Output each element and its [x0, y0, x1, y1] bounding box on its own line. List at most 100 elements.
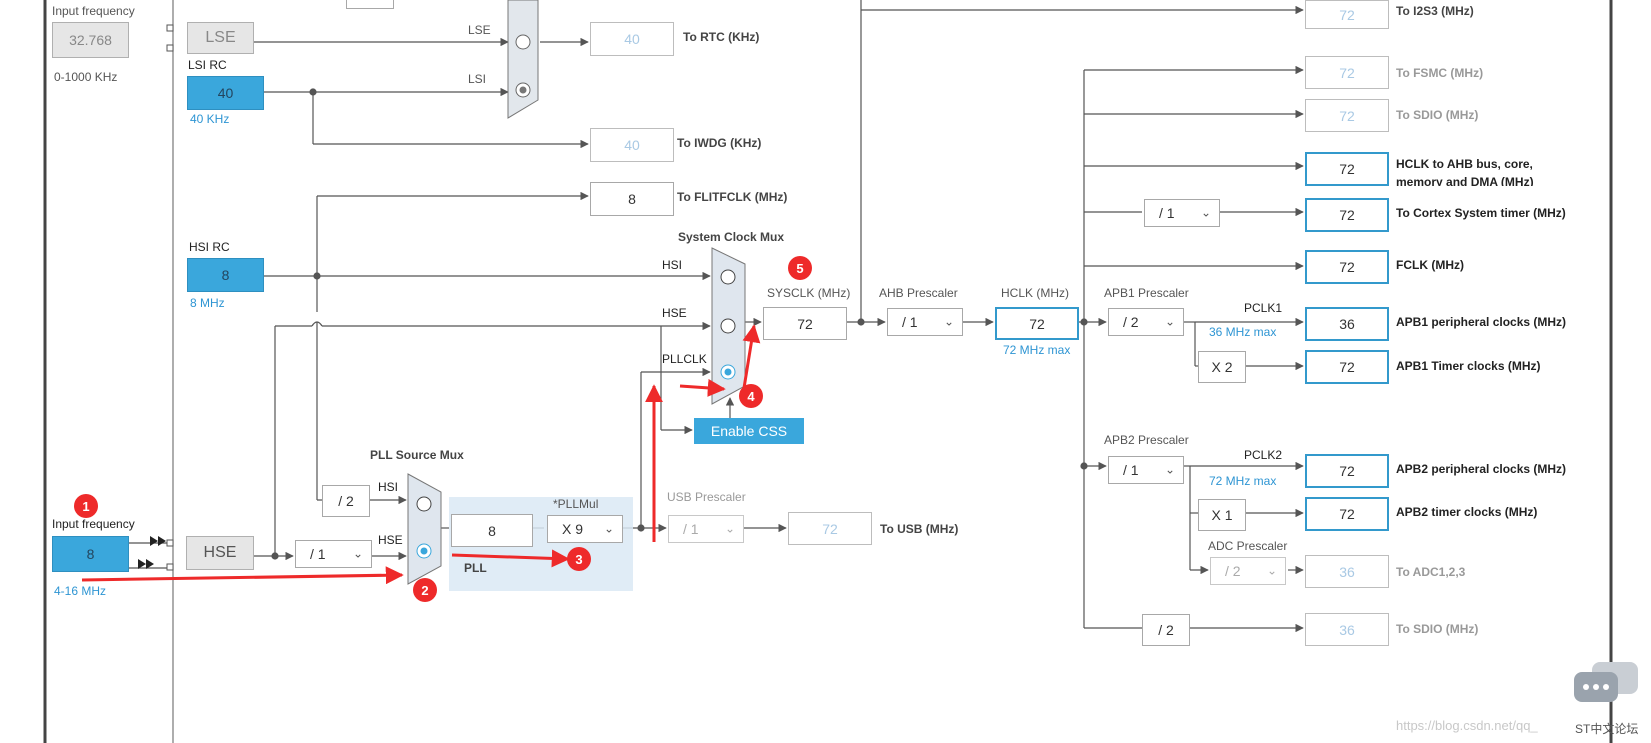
pll-mul-select[interactable]: X 9 ⌄	[547, 515, 623, 543]
lsi-rc-label: LSI RC	[188, 58, 227, 72]
pclk2-label: PCLK2	[1244, 448, 1283, 462]
hsi-frequency-label: 8 MHz	[190, 296, 225, 310]
usb-prescaler-title: USB Prescaler	[667, 490, 746, 504]
rtc-output-label: To RTC (KHz)	[683, 30, 760, 44]
adc-prescaler-select[interactable]: / 2 ⌄	[1210, 557, 1286, 585]
apb1-peripheral-output-field[interactable]: 36	[1305, 307, 1389, 341]
lsi-rc-oscillator[interactable]: 40	[187, 76, 264, 110]
apb1-prescaler-title: APB1 Prescaler	[1104, 286, 1189, 300]
pclk1-label: PCLK1	[1244, 301, 1283, 315]
adc-output-field[interactable]: 36	[1305, 555, 1389, 588]
pll-label: PLL	[464, 561, 487, 575]
adc-prescaler-title: ADC Prescaler	[1208, 539, 1288, 553]
fsmc-output-field[interactable]: 72	[1305, 56, 1389, 89]
enable-css-button[interactable]: Enable CSS	[694, 418, 804, 444]
chevron-down-icon: ⌄	[724, 521, 735, 536]
apb2-peripheral-output-label: APB2 peripheral clocks (MHz)	[1396, 462, 1567, 476]
sdio2-output-label: To SDIO (MHz)	[1396, 622, 1479, 636]
cortex-timer-output-field[interactable]: 72	[1305, 198, 1389, 232]
rtc-output-field[interactable]: 40	[590, 22, 674, 56]
apb2-prescaler-title: APB2 Prescaler	[1104, 433, 1189, 447]
lsi-wire-label: LSI	[468, 72, 487, 86]
partial-box-top	[346, 0, 394, 9]
lsi-frequency-label: 40 KHz	[190, 112, 230, 126]
chevron-down-icon: ⌄	[1164, 314, 1175, 329]
apb2-timer-output-label: APB2 timer clocks (MHz)	[1396, 505, 1538, 519]
hclk-ahb-output-label-line1: HCLK to AHB bus, core,	[1396, 157, 1533, 171]
sdio-divider-box: / 2	[1142, 614, 1190, 646]
hse-prediv-select[interactable]: / 1⌄	[295, 540, 372, 568]
lse-oscillator[interactable]: LSE	[187, 22, 254, 54]
apb1-prescaler-value: / 2	[1123, 314, 1139, 330]
usb-output-label: To USB (MHz)	[880, 522, 959, 536]
ahb-prescaler-select[interactable]: / 1 ⌄	[887, 308, 963, 336]
cortex-timer-output-label: To Cortex System timer (MHz)	[1396, 206, 1566, 220]
sdio-output-field[interactable]: 72	[1305, 99, 1389, 132]
ahb-prescaler-title: AHB Prescaler	[879, 286, 958, 300]
hclk-title: HCLK (MHz)	[1001, 286, 1069, 300]
iwdg-output-label: To IWDG (KHz)	[677, 136, 762, 150]
flitf-output-field[interactable]: 8	[590, 182, 674, 216]
fclk-output-field[interactable]: 72	[1305, 250, 1389, 284]
lse-wire-label: LSE	[468, 23, 491, 37]
pll-mul-value: X 9	[562, 521, 584, 537]
apb2-timer-output-field[interactable]: 72	[1305, 497, 1389, 531]
i2s3-output-field[interactable]: 72	[1305, 0, 1389, 29]
sdio-output-label: To SDIO (MHz)	[1396, 108, 1479, 122]
hclk-field[interactable]: 72	[995, 307, 1079, 340]
sysclk-mux-pllclk-label: PLLCLK	[662, 352, 707, 366]
apb1-timer-output-label: APB1 Timer clocks (MHz)	[1396, 359, 1541, 373]
annotation-marker-2: 2	[413, 578, 437, 602]
chevron-down-icon: ⌄	[943, 314, 954, 329]
apb2-max-label: 72 MHz max	[1209, 474, 1277, 488]
watermark-url: https://blog.csdn.net/qq_	[1396, 718, 1538, 733]
watermark-forum: ST中文论坛	[1575, 722, 1639, 736]
lse-range-label: 0-1000 KHz	[54, 70, 118, 84]
sdio2-output-field[interactable]: 36	[1305, 613, 1389, 646]
sysclk-title: SYSCLK (MHz)	[767, 286, 851, 300]
pll-mux-hse-label: HSE	[378, 533, 403, 547]
sysclk-field[interactable]: 72	[763, 307, 847, 340]
hse-input-frequency-field[interactable]: 8	[52, 536, 129, 572]
hclk-ahb-output-field[interactable]: 72	[1305, 152, 1389, 186]
annotation-marker-5: 5	[788, 256, 812, 280]
annotation-marker-4: 4	[739, 384, 763, 408]
pll-input-field[interactable]: 8	[451, 514, 533, 547]
apb2-prescaler-select[interactable]: / 1⌄	[1108, 456, 1184, 484]
system-clock-mux-title: System Clock Mux	[678, 230, 785, 244]
annotation-marker-3: 3	[567, 547, 591, 571]
usb-output-field[interactable]: 72	[788, 512, 872, 545]
hclk-max-label: 72 MHz max	[1003, 343, 1071, 357]
pll-mul-title: *PLLMul	[553, 497, 599, 511]
hse-input-frequency-label: Input frequency	[52, 517, 135, 531]
adc-output-label: To ADC1,2,3	[1396, 565, 1466, 579]
hse-range-label: 4-16 MHz	[54, 584, 107, 598]
apb1-timer-output-field[interactable]: 72	[1305, 350, 1389, 384]
chevron-down-icon: ⌄	[1200, 205, 1211, 220]
hsi-rc-oscillator[interactable]: 8	[187, 258, 264, 292]
usb-prescaler-select[interactable]: / 1 ⌄	[668, 515, 744, 543]
lse-input-frequency-field[interactable]: 32.768	[52, 22, 129, 58]
chevron-down-icon: ⌄	[352, 546, 363, 561]
hse-oscillator[interactable]: HSE	[186, 536, 254, 570]
apb2-peripheral-output-field[interactable]: 72	[1305, 454, 1389, 488]
apb1-timer-multiplier: X 2	[1198, 351, 1246, 383]
apb1-prescaler-select[interactable]: / 2 ⌄	[1108, 308, 1184, 336]
usb-prescaler-value: / 1	[683, 521, 699, 537]
ahb-prescaler-value: / 1	[902, 314, 918, 330]
pll-mux-hsi-label: HSI	[378, 480, 399, 494]
fclk-output-label: FCLK (MHz)	[1396, 258, 1464, 272]
adc-prescaler-value: / 2	[1225, 563, 1241, 579]
apb2-timer-multiplier: X 1	[1198, 499, 1246, 531]
forum-chat-icon	[1572, 660, 1642, 706]
chevron-down-icon: ⌄	[603, 521, 614, 536]
chevron-down-icon: ⌄	[1266, 563, 1277, 578]
cortex-prescaler-select[interactable]: / 1⌄	[1144, 199, 1220, 227]
annotation-marker-1: 1	[74, 494, 98, 518]
sysclk-mux-hsi-label: HSI	[662, 258, 683, 272]
hclk-ahb-output-label-line2: memory and DMA (MHz)	[1396, 175, 1534, 186]
i2s3-output-label: To I2S3 (MHz)	[1396, 4, 1474, 18]
apb1-peripheral-output-label: APB1 peripheral clocks (MHz)	[1396, 315, 1567, 329]
iwdg-output-field[interactable]: 40	[590, 128, 674, 162]
hsi-div2-box: / 2	[322, 485, 370, 517]
